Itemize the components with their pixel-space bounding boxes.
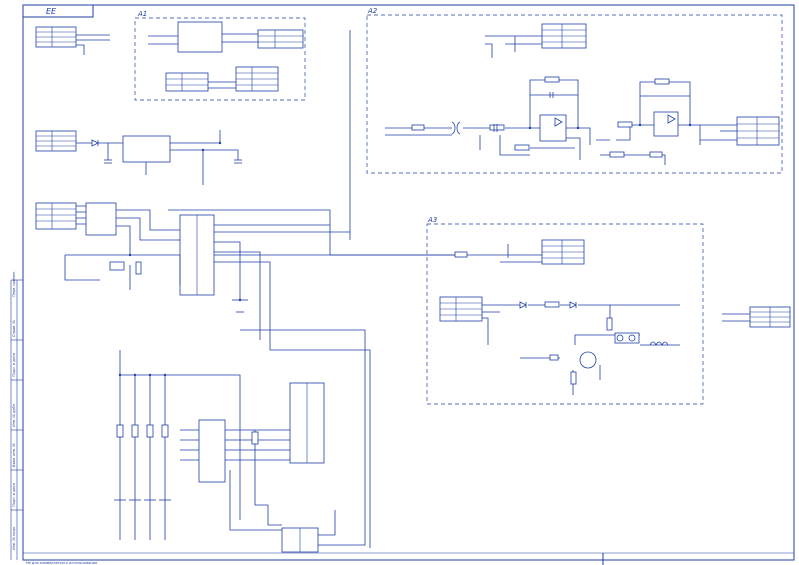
block-a2-label: A2 bbox=[367, 7, 378, 15]
block-a2 bbox=[366, 14, 783, 174]
output-connector-x2 bbox=[722, 306, 791, 328]
side-stamp-1: Инв. № подл. bbox=[12, 526, 16, 550]
side-stamp-4: Инв. № дубл. bbox=[12, 403, 16, 427]
block-a1-label: A1 bbox=[137, 10, 147, 18]
drawing-designation: ЕЕ bbox=[46, 7, 57, 16]
block-a3-label: A3 bbox=[427, 216, 437, 224]
block-a1 bbox=[134, 17, 306, 101]
power-supply-section bbox=[35, 130, 242, 185]
side-stamp-7: Перв. примен. bbox=[12, 271, 16, 297]
microcontroller-section bbox=[35, 30, 455, 350]
lower-logic-section bbox=[114, 329, 371, 553]
bottom-note: Не для коммерческого использования bbox=[26, 561, 97, 565]
side-stamp-3: Взам. инв. № bbox=[12, 443, 16, 467]
side-stamp-5: Подп. и дата bbox=[12, 353, 16, 377]
input-connector-x1 bbox=[35, 26, 110, 55]
side-stamp-2: Подп. и дата bbox=[12, 483, 16, 507]
drawing-frame bbox=[10, 4, 795, 565]
block-a3 bbox=[214, 223, 704, 405]
side-stamp-6: Справ. № bbox=[12, 320, 16, 337]
